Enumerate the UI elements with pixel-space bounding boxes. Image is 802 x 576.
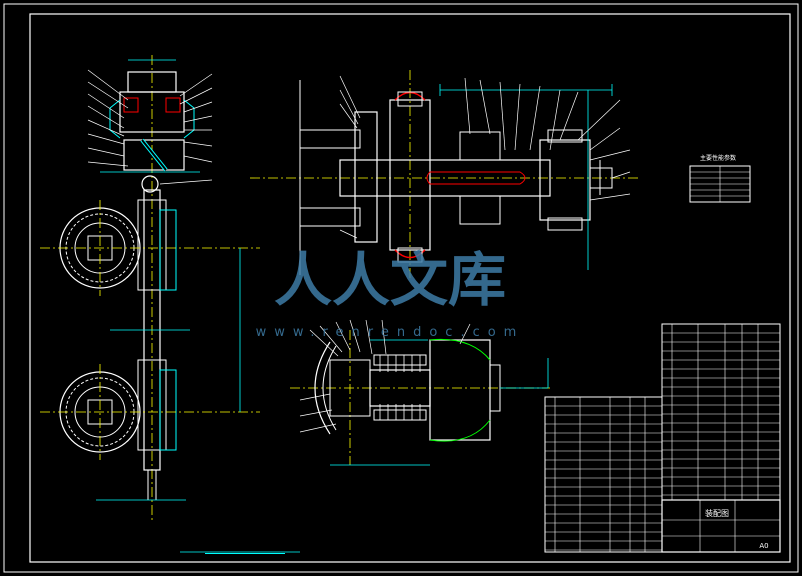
performance-params-table: 主要性能参数: [689, 154, 751, 203]
bottom-detail-view: [205, 319, 550, 554]
top-section-view: [250, 70, 640, 280]
params-table-title: 主要性能参数: [700, 154, 736, 162]
left-elevation-view: [40, 55, 300, 553]
watermark: 人人文库 www.renrendoc.com: [256, 246, 525, 340]
inner-frame: [29, 13, 791, 563]
title-block-name: 装配图: [705, 508, 729, 518]
watermark-url: www.renrendoc.com: [256, 325, 525, 340]
title-block-sheet: A0: [759, 542, 768, 550]
title-block: 装配图 A0: [661, 499, 781, 553]
watermark-logo-text: 人人文库: [274, 246, 506, 314]
parts-list: [544, 323, 781, 553]
outer-border: [3, 3, 799, 573]
